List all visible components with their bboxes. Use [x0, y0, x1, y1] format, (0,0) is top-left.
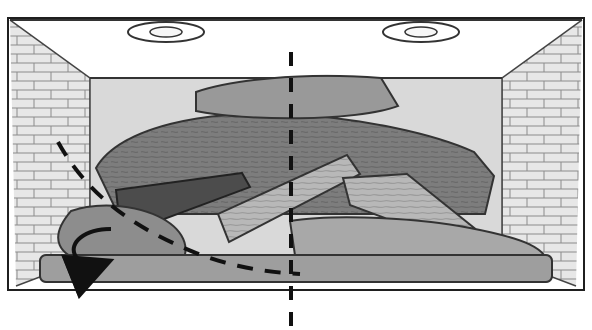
grate-base	[40, 255, 552, 282]
